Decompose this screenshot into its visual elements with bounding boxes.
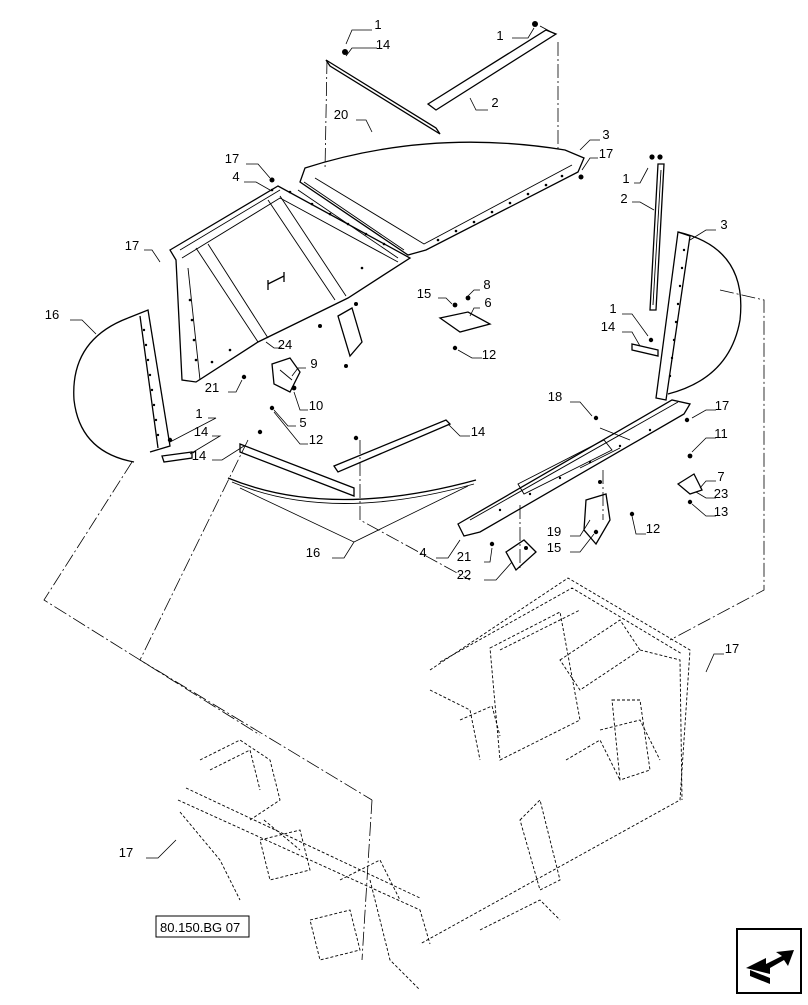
callout-3: 3 — [720, 217, 727, 232]
reference-box-label: 80.150.BG 07 — [160, 920, 240, 935]
callout-15: 15 — [547, 540, 561, 555]
callout-1: 1 — [622, 171, 629, 186]
clip-14-right — [631, 337, 659, 357]
callout-14: 14 — [471, 424, 485, 439]
callout-1: 1 — [195, 406, 202, 421]
callout-17: 17 — [225, 151, 239, 166]
callout-14: 14 — [194, 424, 208, 439]
callout-4: 4 — [232, 169, 239, 184]
shield-3-right — [655, 231, 742, 401]
phantom-lines — [43, 42, 765, 961]
reference-box[interactable]: 80.150.BG 07 — [155, 915, 250, 938]
callout-16: 16 — [306, 545, 320, 560]
strip-2-top — [426, 21, 558, 111]
callout-12: 12 — [482, 347, 496, 362]
callout-11: 11 — [714, 426, 728, 441]
callout-10: 10 — [309, 398, 323, 413]
bracket-24 — [318, 302, 363, 368]
callout-16: 16 — [45, 307, 59, 322]
callout-6: 6 — [484, 295, 491, 310]
callout-24: 24 — [278, 337, 292, 352]
callout-13: 13 — [714, 504, 728, 519]
callout-21: 21 — [457, 549, 471, 564]
callout-2: 2 — [491, 95, 498, 110]
plate-6 — [438, 295, 492, 351]
bracket-22 — [489, 539, 537, 572]
callout-17: 17 — [715, 398, 729, 413]
callout-12: 12 — [309, 432, 323, 447]
wear-strip-14-lower — [239, 419, 452, 497]
latch-7 — [676, 453, 703, 505]
callout-17: 17 — [125, 238, 139, 253]
callout-4: 4 — [419, 545, 426, 560]
callout-15: 15 — [417, 286, 431, 301]
callout-9: 9 — [310, 356, 317, 371]
bracket-9 — [241, 357, 301, 411]
callout-14: 14 — [376, 37, 390, 52]
callout-7: 7 — [717, 469, 724, 484]
strip-2-right — [649, 154, 665, 311]
callout-3: 3 — [602, 127, 609, 142]
callout-1: 1 — [496, 28, 503, 43]
clip-14-left — [161, 437, 193, 463]
callout-1: 1 — [374, 17, 381, 32]
frame-panel-4-right — [457, 399, 692, 537]
next-page-arrow-icon[interactable] — [736, 928, 802, 994]
callout-22: 22 — [457, 567, 471, 582]
callout-21: 21 — [205, 380, 219, 395]
callout-17: 17 — [725, 641, 739, 656]
shield-16-left — [73, 309, 171, 463]
shield-3-top — [299, 141, 585, 256]
bracket-19 — [583, 480, 635, 546]
leader-lines — [70, 27, 724, 859]
frame-panel-4-left — [169, 177, 412, 383]
callout-23: 23 — [714, 486, 728, 501]
callout-18: 18 — [548, 389, 562, 404]
shield-16-lower — [227, 477, 477, 504]
callout-2: 2 — [620, 191, 627, 206]
wear-strip-14-top — [325, 49, 441, 135]
callout-5: 5 — [299, 415, 306, 430]
callout-20: 20 — [334, 107, 348, 122]
header-frame — [177, 577, 691, 991]
callout-12: 12 — [646, 521, 660, 536]
callout-14: 14 — [601, 319, 615, 334]
callout-14: 14 — [192, 448, 206, 463]
callout-19: 19 — [547, 524, 561, 539]
callout-17: 17 — [119, 845, 133, 860]
callout-8: 8 — [483, 277, 490, 292]
callout-1: 1 — [609, 301, 616, 316]
callout-17: 17 — [599, 146, 613, 161]
